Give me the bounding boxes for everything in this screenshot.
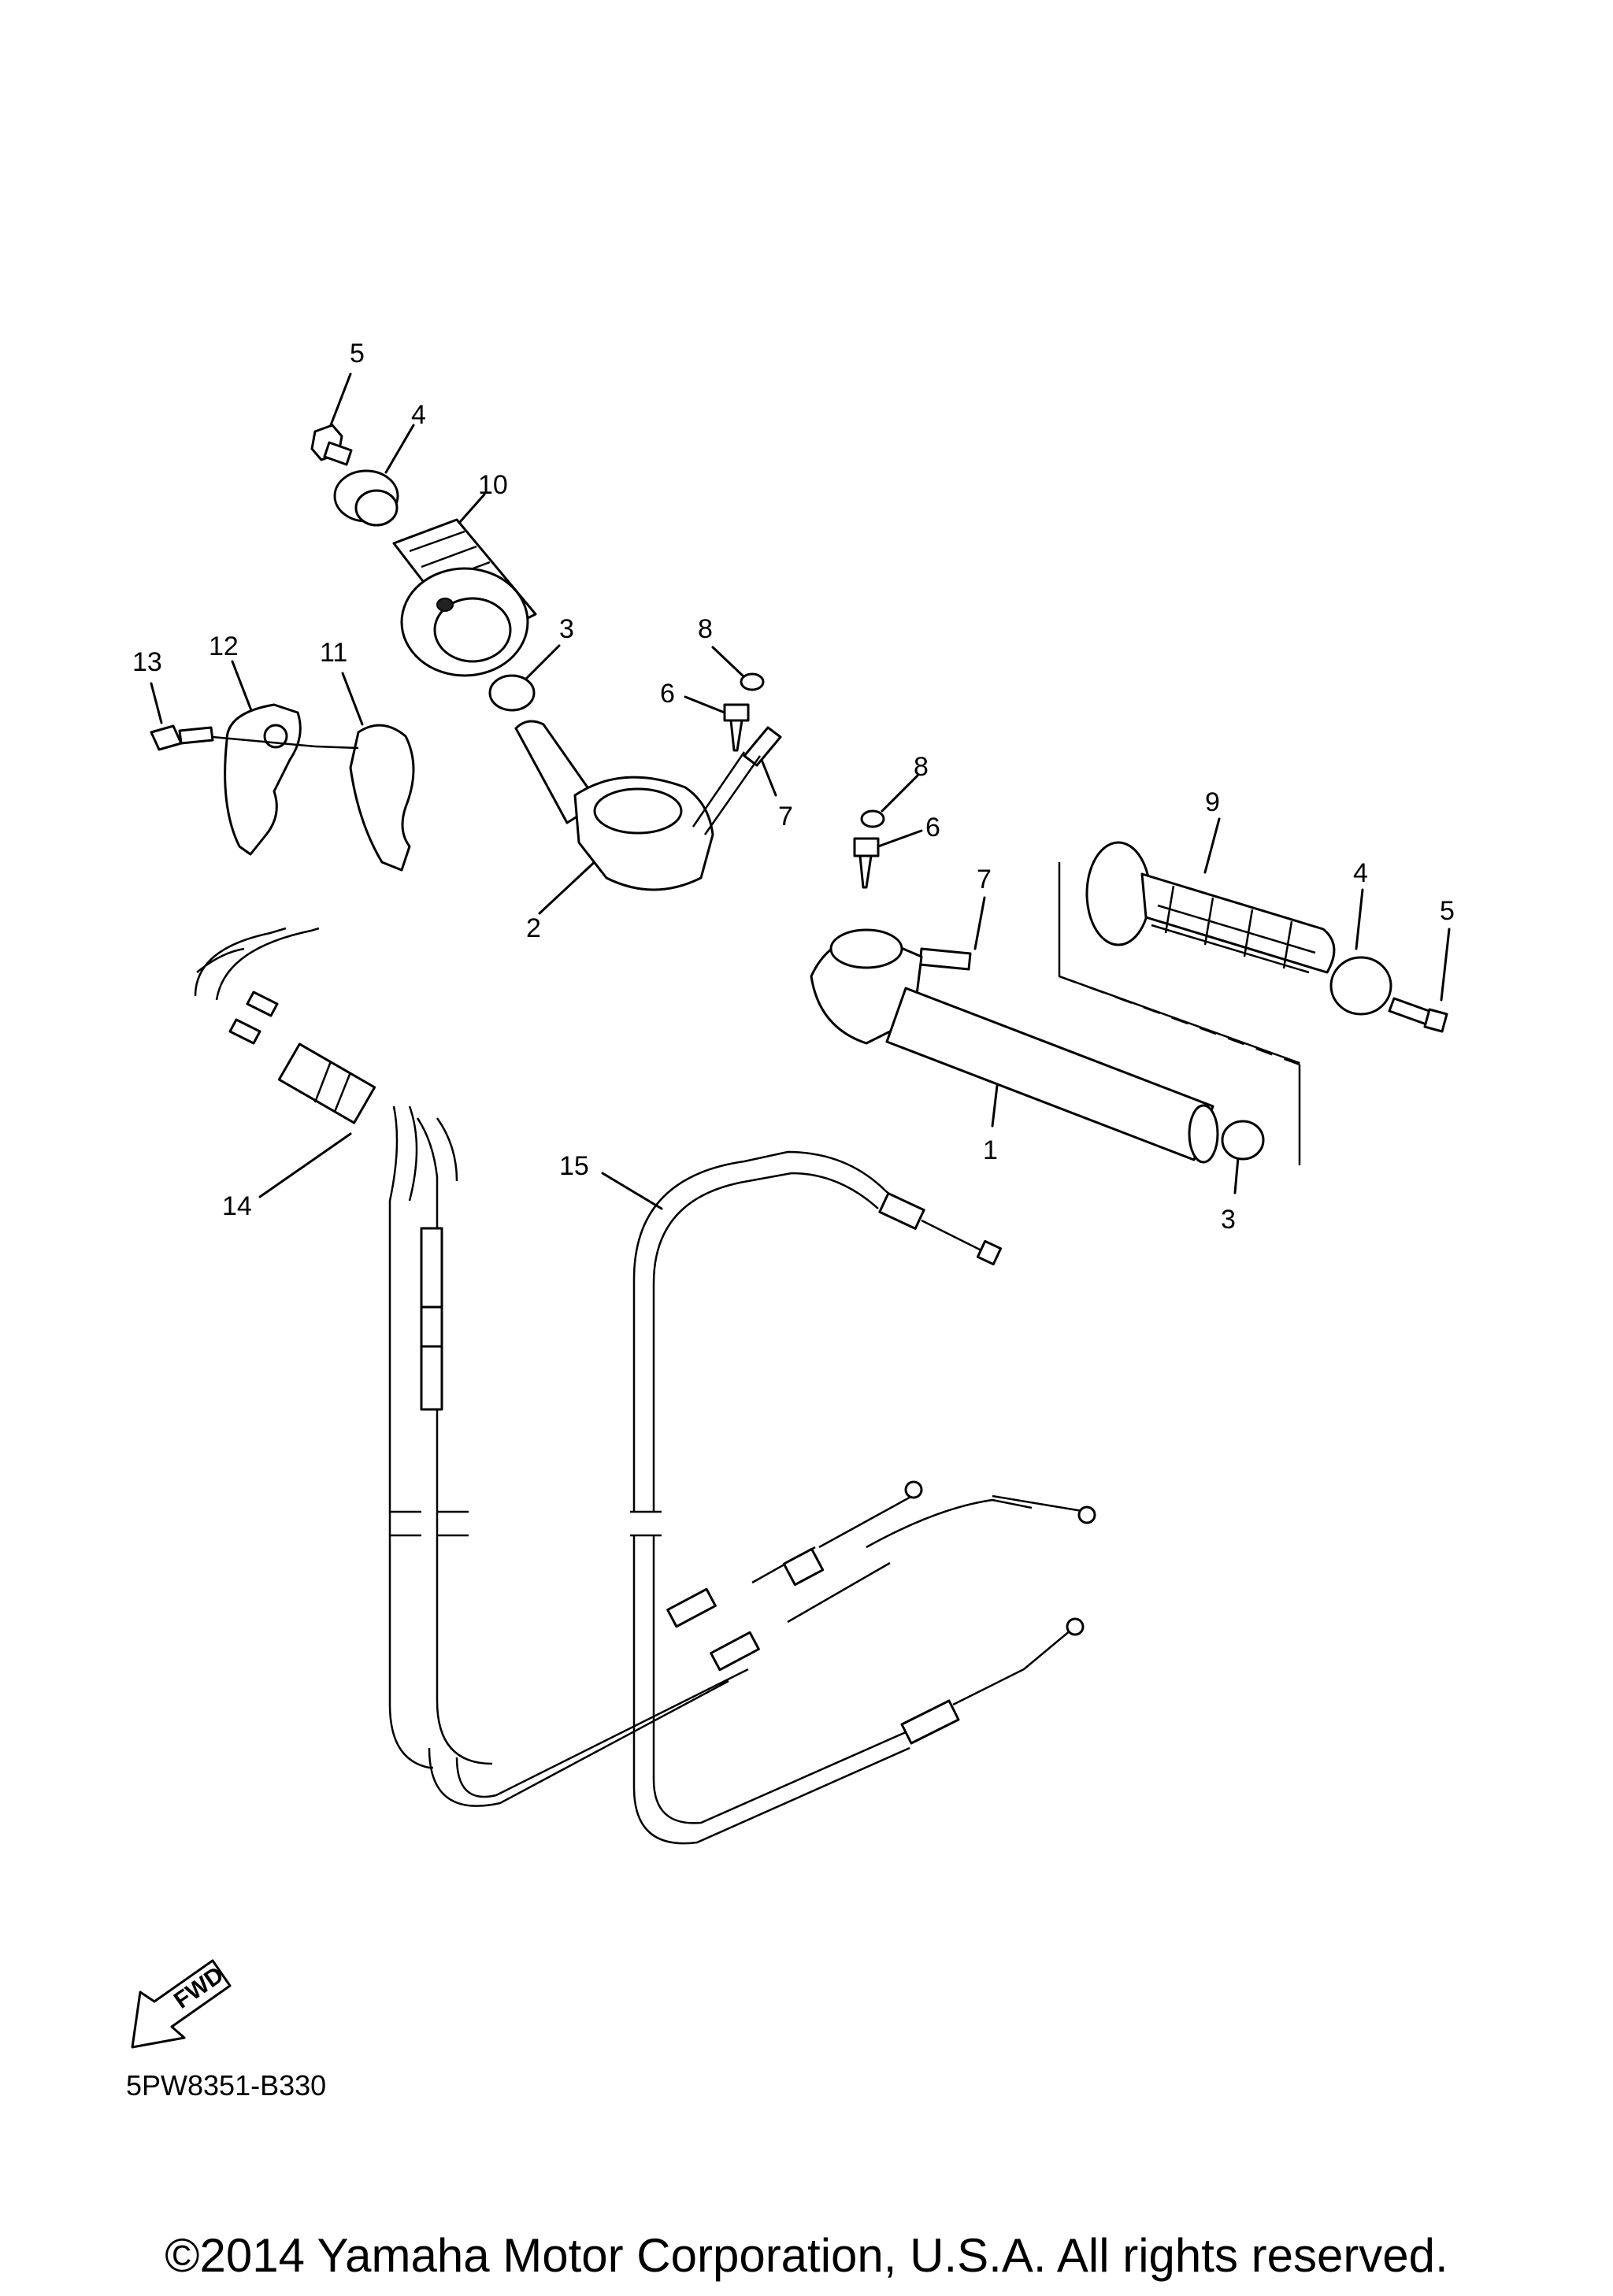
callout-4-right: 4: [1353, 858, 1368, 888]
copyright-notice: ©2014 Yamaha Motor Corporation, U.S.A. A…: [165, 2229, 1448, 2282]
callout-10: 10: [478, 470, 508, 500]
part-8-screw-left: [711, 646, 765, 691]
part-8-screw-right: [860, 774, 919, 828]
callout-4-left: 4: [411, 400, 426, 430]
part-3-collar-left: [488, 644, 561, 712]
callout-6-left: 6: [660, 679, 675, 709]
part-2-handlebar-left: [514, 720, 762, 915]
callout-labels: 5 4 10 3 8 6 7 13 12 11 2 8 6 7 9 4 5 1 …: [132, 339, 1455, 1235]
part-11-switch-housing: [314, 672, 415, 872]
callout-3-right: 3: [1221, 1205, 1236, 1235]
callout-8-right: 8: [914, 752, 929, 782]
callout-5-right: 5: [1440, 896, 1455, 926]
callout-2: 2: [526, 913, 541, 943]
callout-6-right: 6: [925, 813, 940, 842]
part-15-clutch-cable: [390, 1150, 1085, 1845]
callout-15: 15: [559, 1151, 589, 1181]
part-1-handlebar-right: [810, 928, 1219, 1164]
callout-14: 14: [222, 1191, 252, 1221]
callout-7-left: 7: [778, 802, 793, 831]
part-9-grip: [1058, 817, 1336, 1165]
part-5-bolt-right: [1388, 928, 1451, 1033]
callout-8-left: 8: [698, 614, 713, 644]
part-4-grip-end-right: [1329, 888, 1392, 1016]
part-10-throttle-grip: [392, 493, 537, 677]
callout-11: 11: [320, 638, 347, 668]
callout-1: 1: [983, 1135, 998, 1165]
callout-7-right: 7: [977, 865, 992, 894]
callout-12: 12: [209, 631, 239, 661]
callout-5-left: 5: [350, 339, 365, 368]
part-14-throttle-cables: [194, 927, 1096, 1807]
callout-9: 9: [1205, 787, 1220, 817]
part-6-bolt-left: [684, 695, 750, 752]
part-5-bolt-left: [310, 372, 353, 466]
callout-3-left: 3: [559, 614, 574, 644]
part-7-bolt-right: [918, 896, 986, 971]
fwd-arrow-icon: FWD: [131, 1959, 232, 2049]
part-4-grip-end-left: [333, 424, 415, 527]
part-12-switch-housing: [212, 660, 316, 856]
diagram-code: 5PW8351-B330: [126, 2069, 327, 2102]
callout-13: 13: [132, 647, 162, 677]
part-3-collar-right: [1221, 1120, 1265, 1194]
part-6-bolt-right: [853, 829, 923, 889]
part-7-bolt-left: [743, 726, 782, 797]
part-13-bolt: [150, 682, 214, 751]
